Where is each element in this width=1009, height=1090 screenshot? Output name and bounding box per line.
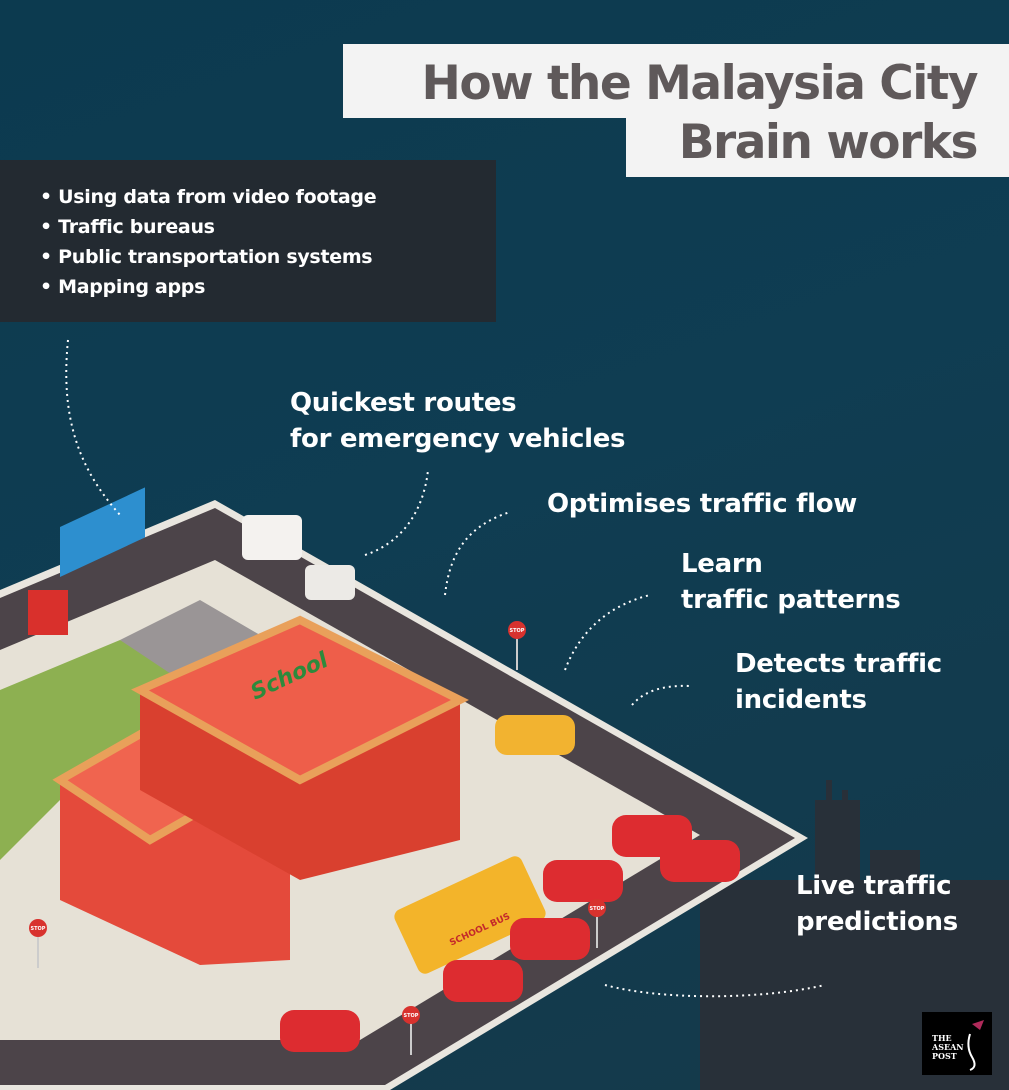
label-line: Live traffic (796, 871, 952, 901)
label-line: Learn (681, 549, 763, 579)
label-quickest-routes: Quickest routes for emergency vehicles (290, 385, 626, 457)
label-line: incidents (735, 685, 867, 715)
title-line-2: Brain works (626, 117, 1009, 177)
stop-sign-text: STOP (510, 628, 525, 634)
label-line: predictions (796, 907, 958, 937)
dotted-arrows (65, 339, 826, 998)
label-line: for emergency vehicles (290, 424, 626, 454)
stop-sign: STOP (402, 1006, 420, 1055)
data-sources-box: • Using data from video footage • Traffi… (0, 160, 496, 322)
stop-sign: STOP (508, 621, 526, 670)
school-building: School (52, 615, 469, 965)
label-learn-patterns: Learn traffic patterns (681, 546, 901, 618)
data-source-item: • Using data from video footage (40, 186, 377, 208)
yellow-taxi (495, 715, 575, 755)
basketball-court (120, 600, 260, 680)
data-source-item: • Mapping apps (40, 276, 206, 298)
truck (28, 487, 145, 635)
logo-text: ASEAN (932, 1042, 964, 1052)
stop-sign-text: STOP (590, 906, 605, 912)
police-car (305, 565, 355, 600)
ambulance (242, 515, 302, 560)
logo-text: THE (932, 1033, 952, 1043)
label-detects-incidents: Detects traffic incidents (735, 646, 942, 718)
logo-text: POST (932, 1051, 957, 1061)
stop-sign: STOP (588, 899, 606, 948)
title-line-1: How the Malaysia City (343, 44, 1009, 118)
data-source-item: • Public transportation systems (40, 246, 373, 268)
stop-sign-text: STOP (31, 926, 46, 932)
label-line: Detects traffic (735, 649, 942, 679)
red-cars (280, 815, 740, 1052)
stop-sign: STOP (29, 919, 47, 968)
hummingbird-icon (967, 1020, 984, 1071)
label-live-predictions: Live traffic predictions (796, 868, 958, 940)
data-source-item: • Traffic bureaus (40, 216, 215, 238)
label-line: traffic patterns (681, 585, 901, 615)
label-optimises-flow: Optimises traffic flow (547, 489, 857, 519)
label-line: Quickest routes (290, 388, 517, 418)
stop-sign-text: STOP (404, 1013, 419, 1019)
